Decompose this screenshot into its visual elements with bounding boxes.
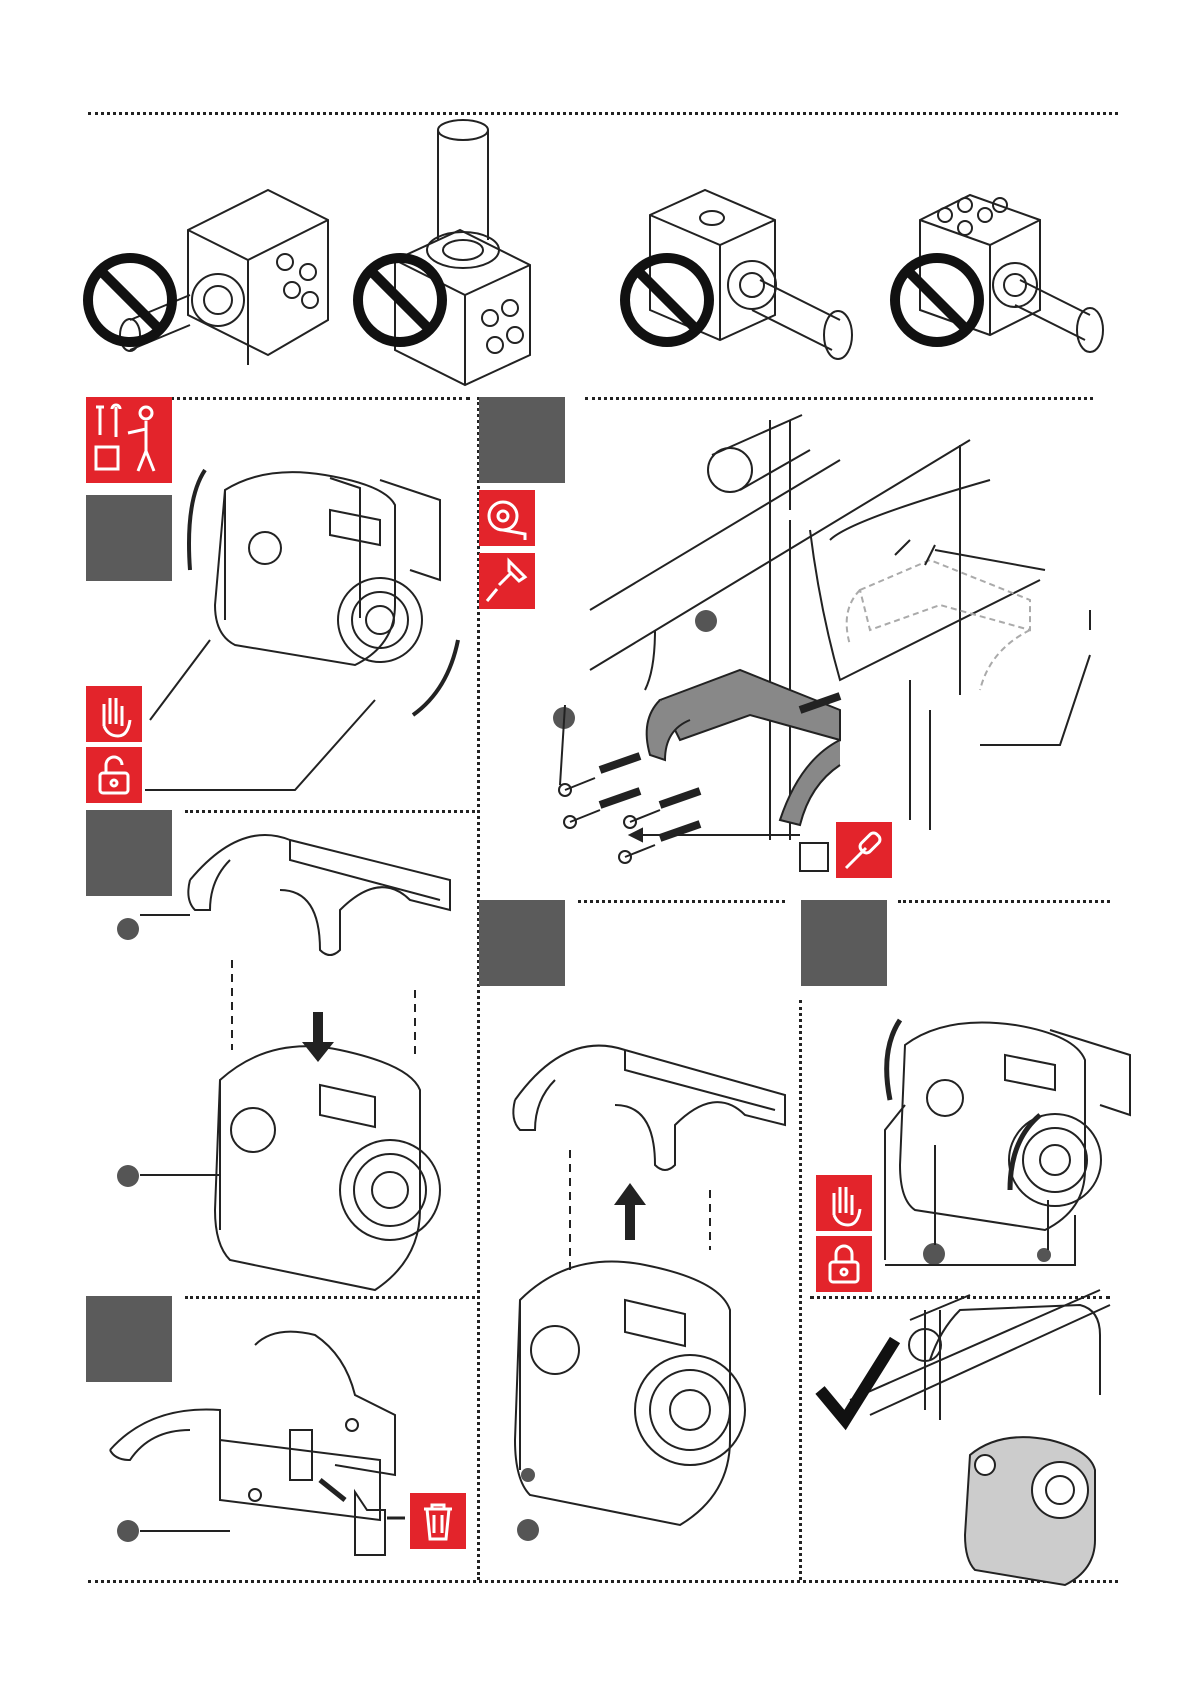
prohibited-unit-4 [920,195,1103,352]
final-installed [850,1290,1110,1585]
step6-unit [885,1020,1130,1265]
step2-unit [140,1046,440,1290]
step1-unit [145,470,458,790]
step5-bracket [513,1046,785,1270]
step5-unit [515,1262,745,1525]
prohibited-unit-3 [650,190,852,359]
step3-bracket [110,1332,395,1531]
prohibited-unit-2 [395,120,530,385]
step4-ghost-bracket [847,560,1030,690]
step2-bracket [140,835,450,1060]
no-entry-icon-group [88,258,979,342]
